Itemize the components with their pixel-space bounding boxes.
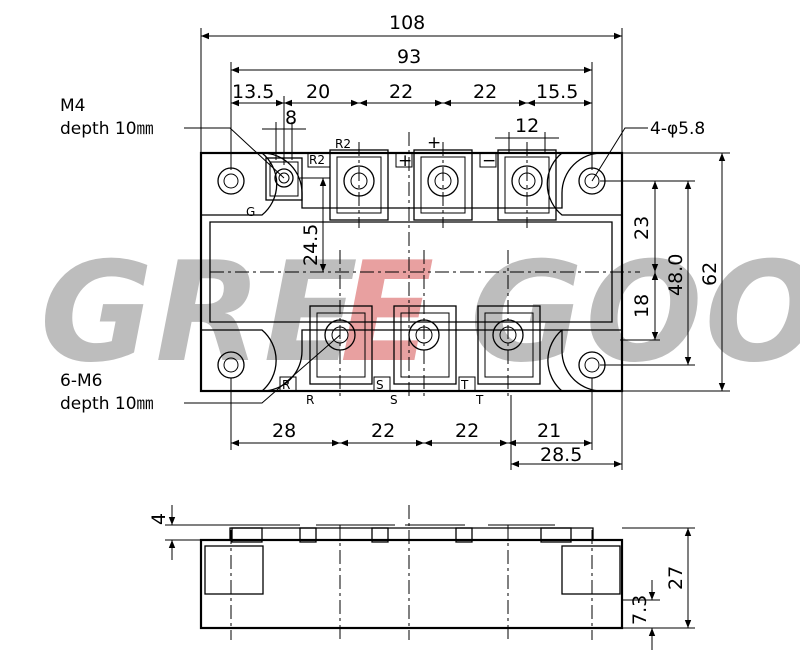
dim-4: 4 — [148, 513, 170, 525]
dim-24-5: 24.5 — [300, 224, 322, 266]
dim-28: 28 — [272, 420, 296, 442]
dim-22-a: 22 — [389, 81, 413, 103]
bottom-dimensions: 28 22 22 21 28.5 — [230, 378, 623, 470]
dim-27: 27 — [665, 566, 687, 590]
side-dimensions: 4 27 7.3 — [148, 505, 695, 650]
label-plus-box: + — [398, 151, 412, 171]
dim-48: 48.0 — [665, 254, 687, 296]
side-body — [199, 538, 624, 630]
label-s: S — [390, 393, 398, 407]
callout-m6: 6-M6 — [60, 371, 102, 391]
callout-hole: 4-φ5.8 — [650, 119, 705, 139]
dim-inner-width: 93 — [397, 46, 421, 68]
top-view: R2 R2 + + − G R S T R S T — [199, 132, 640, 407]
dim-7-3: 7.3 — [629, 595, 651, 625]
dim-22-c: 22 — [371, 420, 395, 442]
dim-23: 23 — [631, 216, 653, 240]
label-g: G — [246, 205, 255, 219]
label-s-box: S — [376, 378, 384, 392]
label-minus-box: − — [482, 151, 496, 171]
dim-15-5: 15.5 — [536, 81, 578, 103]
callout-m4-depth: depth 10㎜ — [60, 119, 154, 139]
label-t: T — [475, 393, 484, 407]
callouts: M4 depth 10㎜ 6-M6 depth 10㎜ 4-φ5.8 — [60, 96, 705, 414]
dim-22-b: 22 — [473, 81, 497, 103]
label-t-box: T — [460, 378, 469, 392]
callout-m6-depth: depth 10㎜ — [60, 394, 154, 414]
dim-18: 18 — [631, 294, 653, 318]
mount-hole-tl — [217, 167, 245, 195]
callout-m4: M4 — [60, 96, 85, 116]
dim-28-5: 28.5 — [540, 444, 582, 466]
terminal-r — [309, 305, 373, 385]
top-dimensions: 108 93 13.5 20 22 22 15.5 8 12 — [200, 12, 623, 170]
label-r: R — [306, 393, 314, 407]
dim-22-d: 22 — [455, 420, 479, 442]
dim-62: 62 — [699, 262, 721, 286]
dim-12: 12 — [515, 115, 539, 137]
label-r-box: R — [282, 378, 290, 392]
dim-20: 20 — [306, 81, 330, 103]
side-view — [199, 505, 624, 640]
dim-21: 21 — [537, 420, 561, 442]
dim-total-width: 108 — [389, 12, 425, 34]
right-dimensions: 23 18 48.0 62 — [600, 152, 730, 392]
label-plus: + — [427, 133, 441, 153]
dim-8: 8 — [285, 107, 297, 129]
dim-13-5: 13.5 — [232, 81, 274, 103]
label-r2: R2 — [335, 137, 351, 151]
left-dimension: 24.5 — [300, 177, 330, 272]
label-r2-small: R2 — [309, 153, 325, 167]
